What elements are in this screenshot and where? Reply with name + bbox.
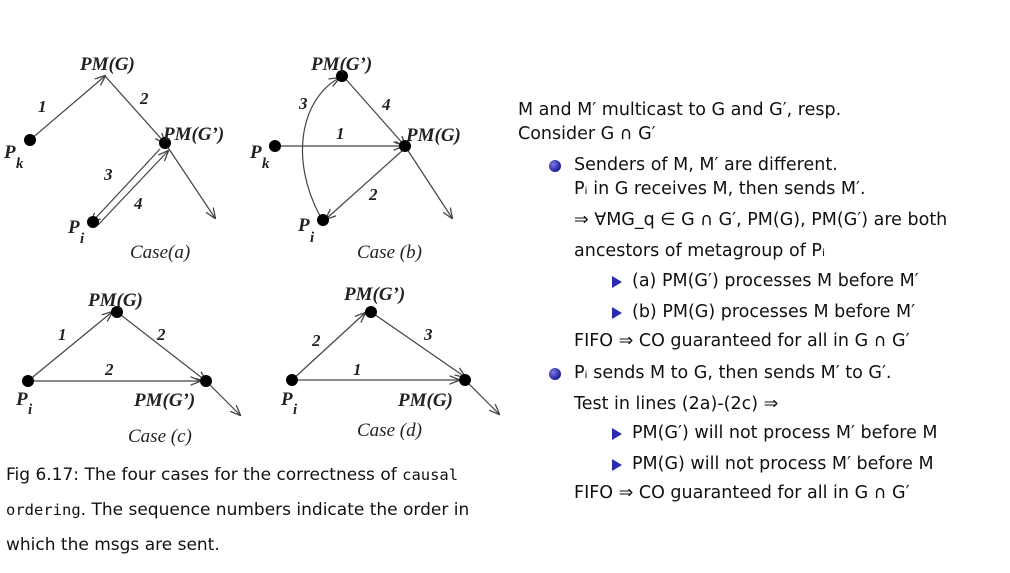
figure-caption: Fig 6.17: The four cases for the correct…	[6, 458, 506, 563]
label-c-pi-sub: i	[28, 402, 33, 418]
edge-label-a-4: 4	[133, 194, 143, 213]
edge-d-out	[464, 379, 499, 414]
edge-label-d-3: 3	[423, 325, 433, 344]
label-c-pmg2: PM(G’)	[133, 390, 195, 411]
label-b-pi: P	[297, 215, 310, 236]
node-d-pmg2	[365, 306, 377, 318]
label-a-pi-sub: i	[80, 231, 85, 247]
case-c-diagram: PM(G) PM(G’) P i 1 2 2 Case (c)	[15, 290, 240, 447]
b1-sub-2: (b) PM(G) processes M before M′	[632, 302, 916, 322]
sub-bullet-4-icon	[612, 459, 622, 471]
intro-line-1: M and M′ multicast to G and G′, resp.	[518, 100, 842, 120]
edge-a-4	[97, 151, 168, 226]
causal-ordering-diagrams: PM(G) PM(G’) P k P i 1 2 3 4 Case(a) PM(…	[3, 54, 510, 447]
label-d-pi-sub: i	[293, 402, 298, 418]
case-b-diagram: PM(G’) PM(G) P k P i 3 4 1 2 Case (b)	[249, 54, 461, 263]
case-a-diagram: PM(G) PM(G’) P k P i 1 2 3 4 Case(a)	[3, 54, 224, 263]
caption-code-causal: causal	[402, 466, 459, 484]
b1-line-b: Pᵢ in G receives M, then sends M′.	[574, 179, 866, 199]
label-a-pk-sub: k	[16, 156, 24, 172]
sub-bullet-2-icon	[612, 307, 622, 319]
b2-line-b: Test in lines (2a)-(2c) ⇒	[574, 394, 779, 414]
edge-c-1	[27, 312, 112, 382]
b1-sub-1: (a) PM(G′) processes M before M′	[632, 271, 919, 291]
b1-line-c: ⇒ ∀MG_q ∈ G ∩ G′, PM(G), PM(G′) are both	[574, 210, 948, 230]
label-d-pmg2: PM(G’)	[343, 284, 405, 305]
edge-label-a-3: 3	[103, 165, 113, 184]
edge-a-out	[164, 142, 215, 218]
sub-bullet-3-icon	[612, 428, 622, 440]
b2-line-c: FIFO ⇒ CO guaranteed for all in G ∩ G′	[574, 483, 910, 503]
caption-prefix: Fig 6.17: The four cases for the correct…	[6, 465, 403, 485]
edge-d-3	[370, 311, 465, 377]
caption-d: Case (d)	[357, 420, 422, 441]
b2-sub-2: PM(G) will not process M′ before M	[632, 454, 934, 474]
bullet-circle-1-icon	[549, 160, 561, 172]
b1-line-a: Senders of M, M′ are different.	[574, 155, 838, 175]
label-a-pi: P	[67, 217, 80, 238]
caption-c: Case (c)	[128, 426, 192, 447]
node-a-pk	[24, 134, 36, 146]
node-b-pi	[317, 214, 329, 226]
node-a-pmg2	[159, 137, 171, 149]
edge-label-b-3: 3	[298, 94, 308, 113]
edge-b-2	[326, 149, 404, 219]
label-a-pk: P	[3, 142, 16, 163]
bullet-circle-2-icon	[549, 368, 561, 380]
node-d-pmg	[459, 374, 471, 386]
edge-label-b-4: 4	[381, 95, 391, 114]
node-c-pmg	[111, 306, 123, 318]
label-a-pmg: PM(G)	[79, 54, 135, 75]
edge-a-1	[29, 76, 105, 141]
node-b-pmg2	[336, 70, 348, 82]
label-b-pk: P	[249, 142, 262, 163]
label-b-pmg: PM(G)	[405, 125, 461, 146]
node-a-pi	[87, 216, 99, 228]
label-a-pmg2: PM(G’)	[162, 124, 224, 145]
node-c-pi	[22, 375, 34, 387]
b1-line-d: ancestors of metagroup of Pᵢ	[574, 241, 826, 261]
node-c-pmg2	[200, 375, 212, 387]
edge-b-3	[302, 78, 339, 217]
edge-label-d-1: 1	[353, 360, 362, 379]
node-d-pi	[286, 374, 298, 386]
edge-label-c-2b: 2	[104, 360, 114, 379]
label-b-pmg2: PM(G’)	[310, 54, 372, 75]
b2-line-a: Pᵢ sends M to G, then sends M′ to G′.	[574, 363, 892, 383]
label-b-pi-sub: i	[310, 230, 315, 246]
edge-label-c-2a: 2	[156, 325, 166, 344]
caption-a: Case(a)	[130, 242, 190, 263]
caption-code-ordering: ordering	[6, 501, 81, 519]
edge-label-a-1: 1	[38, 97, 47, 116]
b2-sub-1: PM(G′) will not process M′ before M	[632, 423, 938, 443]
label-c-pi: P	[15, 389, 28, 410]
intro-line-2: Consider G ∩ G′	[518, 124, 656, 144]
edge-label-c-1: 1	[58, 325, 67, 344]
label-c-pmg: PM(G)	[87, 290, 143, 311]
caption-b: Case (b)	[357, 242, 422, 263]
edge-c-out	[205, 380, 240, 415]
case-d-diagram: PM(G’) PM(G) P i 2 3 1 Case (d)	[280, 284, 499, 441]
edge-label-a-2: 2	[139, 89, 149, 108]
edge-a-3	[91, 148, 161, 223]
edge-b-4	[342, 75, 405, 146]
edge-d-2	[291, 313, 365, 381]
edge-label-b-2: 2	[368, 185, 378, 204]
edge-a-2	[104, 75, 165, 143]
b1-line-e: FIFO ⇒ CO guaranteed for all in G ∩ G′	[574, 331, 910, 351]
node-b-pk	[269, 140, 281, 152]
label-d-pmg: PM(G)	[397, 390, 453, 411]
label-b-pk-sub: k	[262, 156, 270, 172]
edge-label-b-1: 1	[336, 124, 345, 143]
node-b-pmg	[399, 140, 411, 152]
label-d-pi: P	[280, 389, 293, 410]
edge-b-out	[404, 145, 452, 218]
edge-label-d-2: 2	[311, 331, 321, 350]
sub-bullet-1-icon	[612, 276, 622, 288]
edge-c-2a	[116, 311, 206, 381]
caption-suffix: . The sequence numbers indicate the orde…	[6, 500, 470, 555]
